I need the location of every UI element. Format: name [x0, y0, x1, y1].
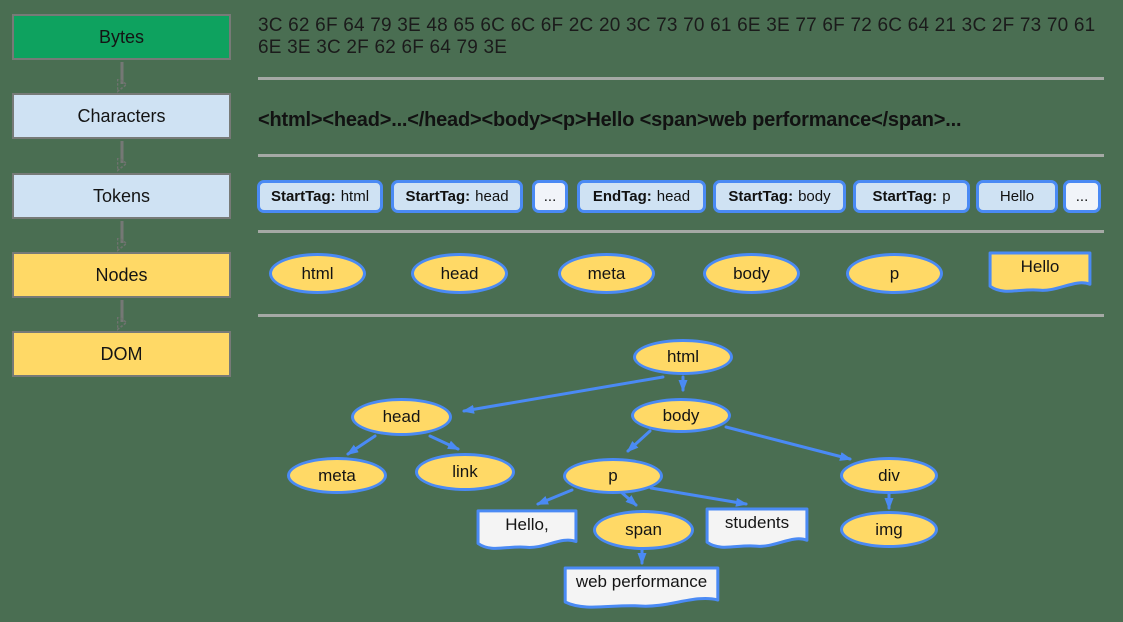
node-label: head [382, 407, 421, 426]
pipeline-down-arrows [0, 62, 250, 622]
bytes-hex-line1: 3C 62 6F 64 79 3E 48 65 6C 6C 6F 2C 20 3… [258, 15, 1096, 36]
dom-node-p: p [563, 458, 663, 494]
section-divider [258, 77, 1104, 80]
node-ellipse-head: head [411, 253, 508, 294]
text-node-shape [476, 509, 578, 553]
dom-node-span: span [593, 510, 694, 550]
pipeline-step-label: Nodes [95, 264, 148, 285]
node-ellipse-meta: meta [558, 253, 655, 294]
node-label: p [608, 466, 618, 485]
pipeline-step-dom: DOM [12, 331, 231, 377]
edge-p-students [649, 486, 748, 507]
text-node-shape [562, 566, 721, 612]
dom-textnode-students: students [705, 507, 809, 552]
node-label: html [666, 347, 700, 366]
dom-node-link: link [415, 453, 515, 491]
node-label: Hello, [505, 515, 549, 534]
text-node-shape [988, 251, 1092, 296]
edge-body-div [724, 425, 852, 461]
token-value: body [798, 188, 831, 205]
node-ellipse-body: body [703, 253, 800, 294]
edge-p-hello [536, 488, 574, 506]
bytes-hex-line2: 6E 3E 3C 2F 62 6F 64 79 3E [258, 37, 508, 58]
token-value: p [942, 188, 951, 205]
node-label: body [733, 263, 770, 283]
token-value: Hello [999, 188, 1035, 205]
pipeline-step-bytes: Bytes [12, 14, 231, 60]
edge-p-span [619, 490, 638, 507]
token-value: head [656, 188, 691, 205]
pipeline-step-label: Characters [77, 105, 166, 126]
token-value: html [340, 188, 370, 205]
text-node-shape [705, 507, 809, 552]
edge-body-p [626, 429, 652, 453]
node-label: img [875, 519, 903, 539]
token-starttag-html: StartTag: html [257, 180, 383, 213]
token-value: ... [543, 188, 557, 205]
node-label: Hello [1020, 257, 1060, 276]
token-endtag-head: EndTag: head [577, 180, 706, 213]
pipeline-step-label: Tokens [92, 185, 151, 206]
pipeline-step-characters: Characters [12, 93, 231, 139]
pipeline-step-tokens: Tokens [12, 173, 231, 219]
token-type: StartTag: [270, 188, 336, 205]
node-label: body [662, 405, 700, 425]
dom-tree-arrows [346, 375, 894, 565]
token-type: EndTag: [592, 188, 652, 205]
section-divider [258, 314, 1104, 317]
token-starttag-p: StartTag: p [853, 180, 970, 213]
token-value: head [475, 188, 509, 205]
node-label: meta [587, 263, 626, 283]
node-label: students [724, 513, 790, 532]
node-ellipse-p: p [846, 253, 943, 294]
dom-node-img: img [840, 511, 938, 548]
dom-node-meta: meta [287, 457, 387, 494]
dom-textnode-web-performance: web performance [562, 566, 721, 612]
dom-node-body: body [631, 398, 731, 433]
token-type: StartTag: [872, 188, 938, 205]
section-divider [258, 230, 1104, 233]
node-label: p [889, 263, 900, 283]
characters-markup-text: <html><head>...</head><body><p>Hello <sp… [258, 109, 962, 131]
token-ellipsis: ... [1063, 180, 1101, 213]
dom-node-head: head [351, 398, 452, 436]
edge-head-meta [346, 434, 377, 456]
node-label: meta [318, 465, 356, 485]
dom-textnode-hello: Hello, [476, 509, 578, 553]
section-divider [258, 154, 1104, 157]
node-label: web performance [575, 572, 708, 591]
token-starttag-head: StartTag: head [391, 180, 523, 213]
node-textflag-hello: Hello [988, 251, 1092, 296]
node-ellipse-html: html [269, 253, 366, 294]
edge-html-head [462, 375, 665, 414]
bytes-hex-text: 3C 62 6F 64 79 3E 48 65 6C 6C 6F 2C 20 3… [258, 15, 1095, 59]
pipeline-step-label: Bytes [98, 26, 145, 47]
dom-node-html: html [633, 339, 733, 375]
token-text-hello: Hello [976, 180, 1058, 213]
node-label: link [452, 462, 478, 481]
pipeline-step-label: DOM [100, 343, 143, 364]
token-ellipsis: ... [532, 180, 568, 213]
node-label: span [625, 520, 662, 539]
token-type: StartTag: [728, 188, 794, 205]
node-label: html [301, 263, 334, 283]
dom-node-div: div [840, 457, 938, 494]
node-label: div [878, 465, 900, 485]
edge-head-link [428, 434, 460, 451]
token-type: StartTag: [405, 188, 471, 205]
token-starttag-body: StartTag: body [713, 180, 846, 213]
token-value: ... [1075, 188, 1089, 205]
node-label: head [440, 263, 479, 283]
